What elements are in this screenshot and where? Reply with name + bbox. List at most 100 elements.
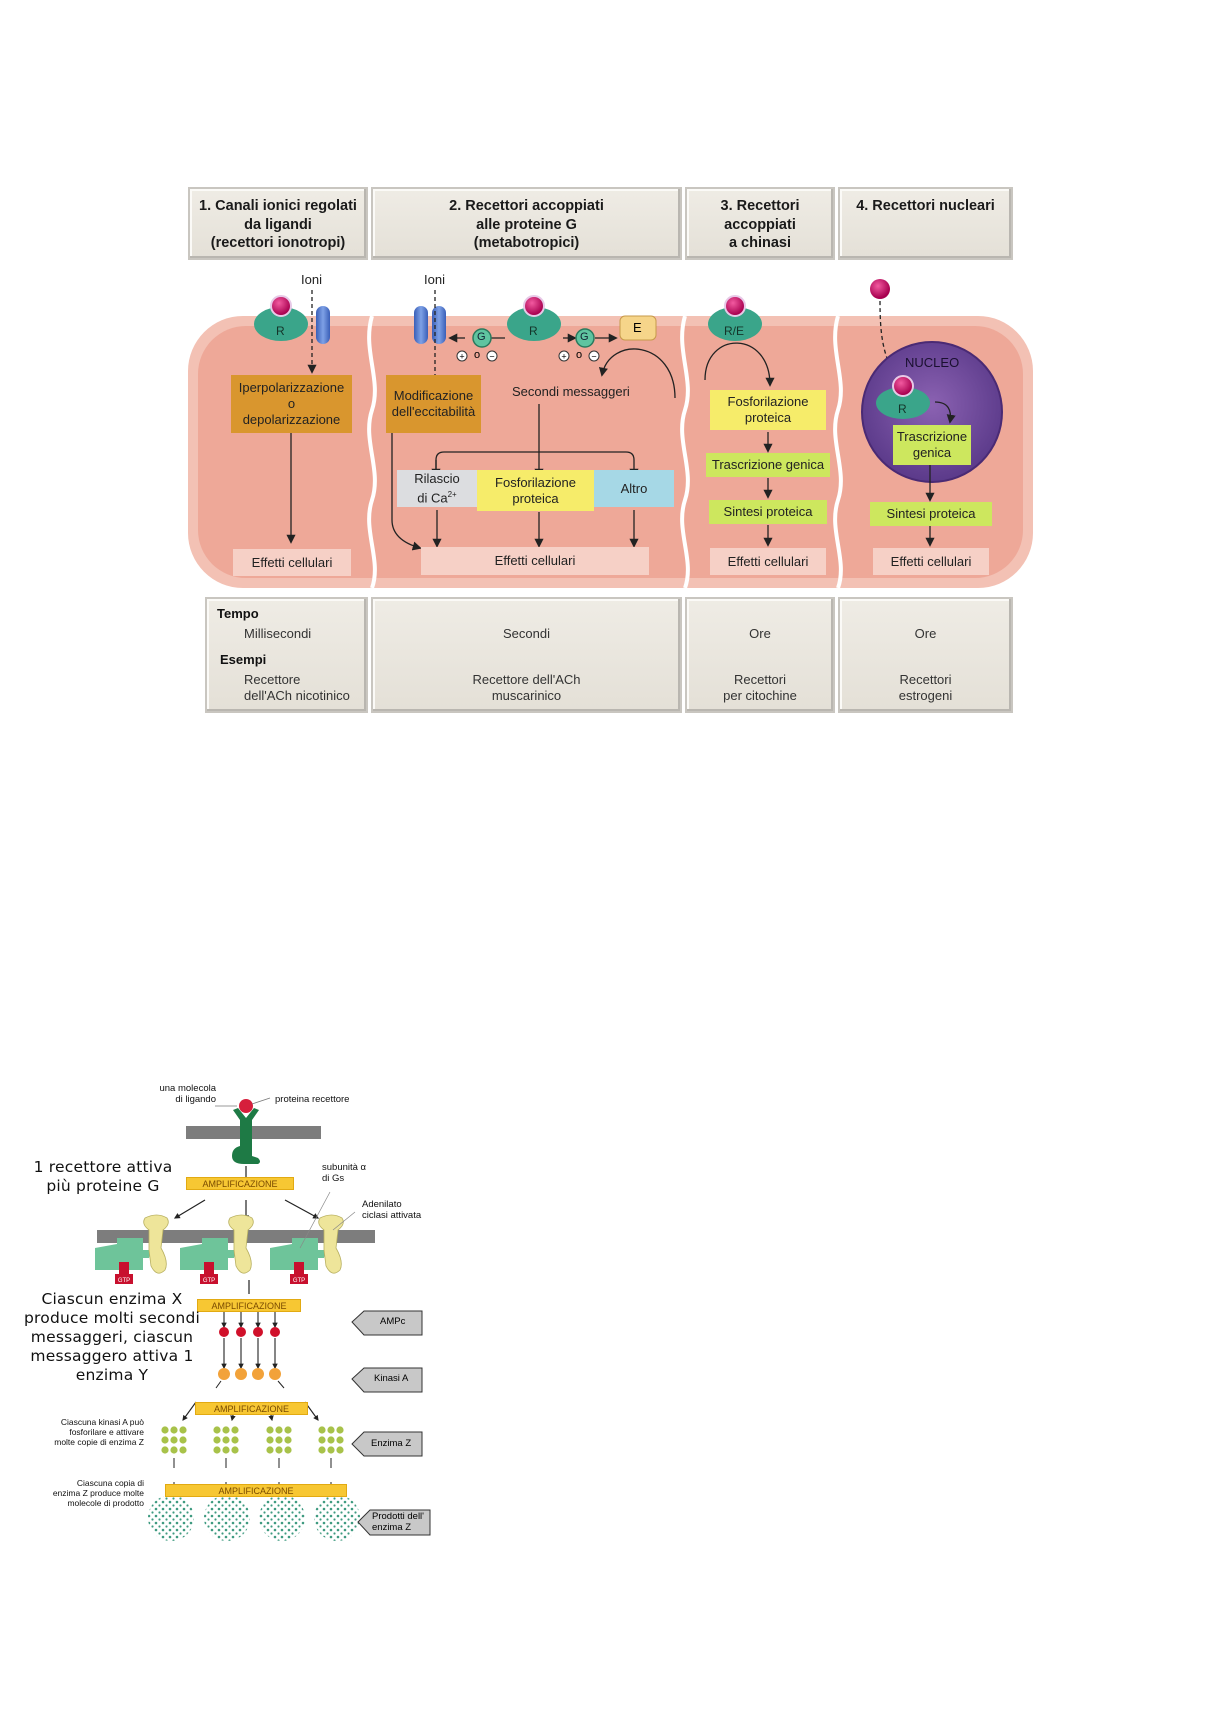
svg-text:+: + (561, 352, 566, 362)
enzyme-z-dot (222, 1436, 230, 1444)
camp-dot (253, 1327, 263, 1337)
enzyme-z-note: Ciascuna copia di enzima Z produce molte… (30, 1478, 144, 1508)
time-value: Ore (749, 626, 771, 641)
example-line: Recettore (244, 672, 301, 687)
enzyme-z-dot (327, 1446, 335, 1454)
phosphorylation-box: Fosforilazione proteica (710, 390, 826, 430)
receptor-icon (254, 307, 308, 341)
ion-channel-icon (432, 306, 446, 344)
enzyme-z-dot (266, 1436, 274, 1444)
box-line: di Ca2+ (417, 487, 456, 506)
note-line: messaggero attiva 1 (30, 1347, 194, 1365)
enzyme-z-dot (327, 1436, 335, 1444)
tag-enzyme-z: Enzima Z (371, 1438, 412, 1449)
enzyme-z-dot (161, 1436, 169, 1444)
enzyme-z-dot (318, 1436, 326, 1444)
enzyme-z-dot (275, 1436, 283, 1444)
kinase-dot (269, 1368, 281, 1380)
box-line: Trascrizione (896, 429, 968, 444)
tag-text: Prodotti dell' enzima Z (372, 1511, 424, 1533)
ions-label: Ioni (424, 272, 445, 287)
examples-heading: Esempi (220, 652, 267, 667)
note-line: enzima Y (75, 1366, 149, 1384)
free-ligand-icon (870, 279, 890, 299)
header-line: (metabotropici) (473, 235, 580, 251)
receptor-enzyme-label: R/E (724, 324, 745, 338)
enzyme-z-dot (336, 1436, 344, 1444)
receptor-label: R (276, 324, 285, 338)
footer-cell-nuclear: Ore Recettori estrogeni (838, 597, 1013, 713)
kinase-note: Ciascuna kinasi A può fosforilare e atti… (30, 1417, 144, 1447)
box-line: o (287, 396, 296, 411)
minus-icon (486, 350, 498, 362)
example-value: Recettore dell'ACh muscarinico (373, 672, 680, 704)
header-line: da ligandi (244, 216, 312, 233)
note-line: molte copie di enzima Z (54, 1437, 144, 1447)
example-line: Recettori (899, 672, 952, 687)
header-line: accoppiati (724, 216, 796, 233)
enzyme-z-dot (318, 1426, 326, 1434)
effector-icon (619, 315, 657, 341)
box-line: Fosforilazione (727, 394, 809, 409)
enzyme-z-dot (213, 1436, 221, 1444)
box-line: Fosforilazione (495, 474, 576, 490)
example-line: estrogeni (898, 688, 953, 703)
product-cluster (314, 1495, 360, 1541)
enzyme-z-dot (284, 1426, 292, 1434)
label-line: Adenilato (362, 1199, 402, 1210)
note-line: Ciascuna kinasi A può (60, 1417, 144, 1427)
product-cluster (259, 1495, 305, 1541)
camp-row (219, 1312, 280, 1370)
ligand-label: una molecola di ligando (152, 1083, 216, 1105)
box-line: proteica (744, 410, 792, 425)
cellular-effects-box: Effetti cellulari (710, 548, 826, 575)
enzyme-z-dot (170, 1436, 178, 1444)
enzyme-z-dot (213, 1446, 221, 1454)
ligand-icon (724, 295, 746, 317)
kinase-dot (218, 1368, 230, 1380)
g-protein-complex: GTP (95, 1214, 169, 1284)
enzyme-z-dot (179, 1426, 187, 1434)
receptor-label: R (898, 402, 907, 416)
header-g-protein: 2. Recettori accoppiati alle proteine G … (371, 187, 682, 260)
receptor-protein-label: proteina recettore (275, 1094, 350, 1105)
enzyme-z-dot (231, 1446, 239, 1454)
box-line: Modificazione (393, 388, 474, 403)
enzyme-z-dot (284, 1446, 292, 1454)
enzyme-z-dot (161, 1446, 169, 1454)
enzyme-z-groups (161, 1426, 344, 1454)
example-line: Recettore dell'ACh (472, 672, 581, 687)
box-line: genica (912, 445, 952, 460)
ions-label: Ioni (301, 272, 322, 287)
box-line: Iperpolarizzazione (238, 380, 345, 395)
svg-text:−: − (591, 352, 596, 362)
g-protein-label: G (477, 331, 486, 343)
amplification-bar: AMPLIFICAZIONE (186, 1177, 294, 1190)
minus-icon (588, 350, 600, 362)
amplification-bar: AMPLIFICAZIONE (197, 1299, 301, 1312)
svg-text:+: + (459, 352, 464, 362)
label-line: una molecola (159, 1083, 216, 1094)
handwritten-note-receptor: 1 recettore attiva più proteine G (28, 1158, 178, 1196)
g-protein-icon (575, 328, 595, 348)
separator (833, 315, 843, 589)
kinase-dot (235, 1368, 247, 1380)
cellular-effects-box: Effetti cellulari (873, 548, 989, 575)
box-line: Rilascio (414, 470, 460, 486)
kinase-row (215, 1368, 285, 1389)
separator (680, 315, 690, 589)
header-kinase: 3. Recettori accoppiati a chinasi (685, 187, 835, 260)
ligand-icon (523, 295, 545, 317)
tag-products: Prodotti dell' enzima Z (372, 1511, 430, 1533)
header-line: 2. Recettori accoppiati (449, 198, 604, 214)
label-line: subunità α (322, 1162, 367, 1173)
enzyme-z-dot (231, 1426, 239, 1434)
note-line: Ciascuna copia di (76, 1478, 144, 1488)
note-line: 1 recettore attiva (33, 1158, 173, 1176)
g-protein-label: G (580, 331, 589, 343)
enzyme-z-dot (231, 1436, 239, 1444)
separator (367, 315, 377, 589)
header-line: (recettori ionotropi) (210, 235, 346, 251)
tag-arrow-products (357, 1509, 431, 1536)
example-value: Recettori per citochine (687, 672, 833, 704)
